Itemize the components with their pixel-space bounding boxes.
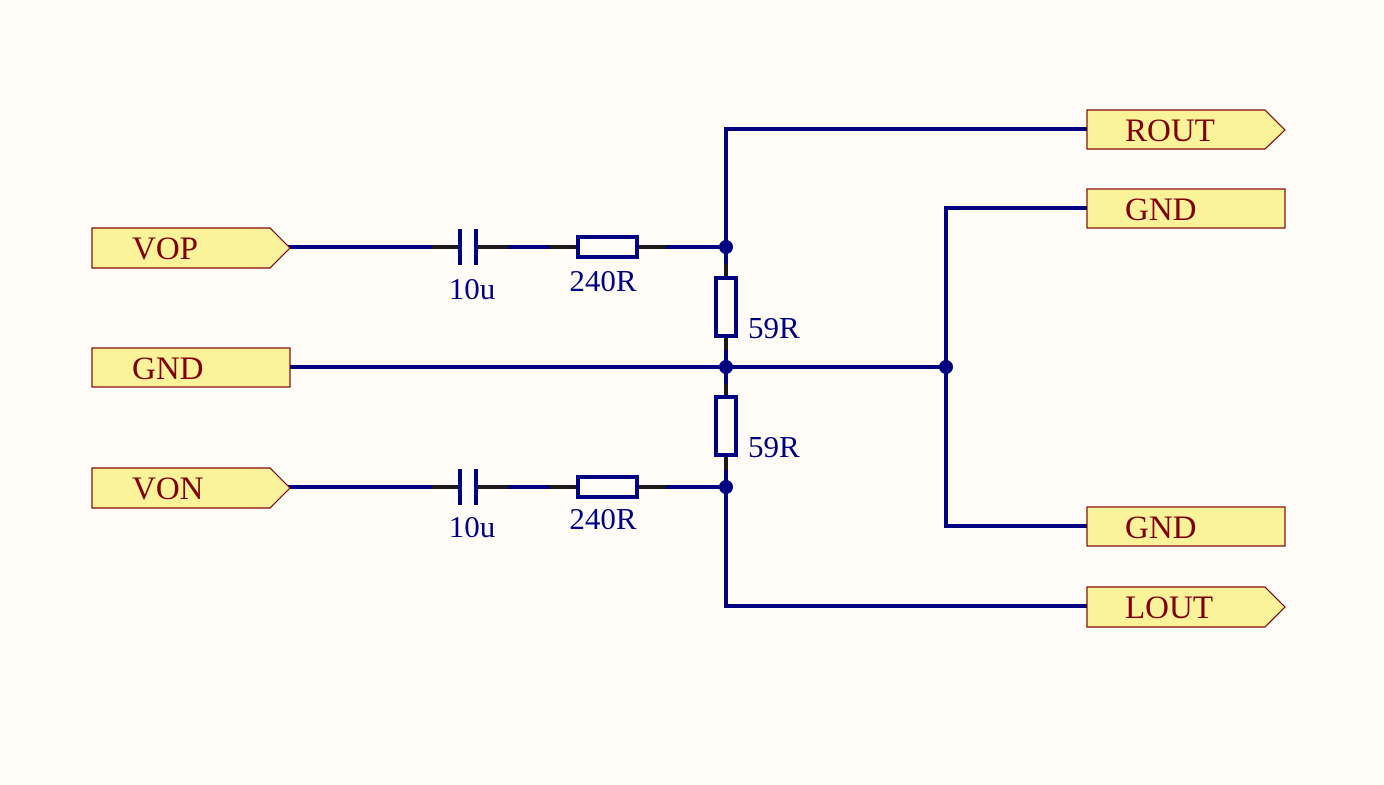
port-vop[interactable]: VOP (91, 227, 291, 269)
resistor-icon (576, 475, 639, 499)
resistor-top: 240R (550, 235, 666, 298)
capacitor-top: 10u (432, 229, 508, 306)
port-lout[interactable]: LOUT (1086, 586, 1286, 628)
junction-dot (719, 360, 733, 374)
port-arrow-shape (1086, 109, 1286, 150)
capacitor-bottom-value: 10u (449, 509, 496, 544)
wires (288, 127, 1088, 608)
port-vop-label: VOP (132, 231, 198, 267)
port-lout-label: LOUT (1125, 590, 1213, 626)
resistor-mid-bottom-value: 59R (748, 429, 800, 464)
resistor-mid-top-value: 59R (748, 310, 800, 345)
resistor-top-value: 240R (569, 263, 637, 298)
resistor-mid-top: 59R (714, 264, 800, 350)
port-gnd-left[interactable]: GND (91, 347, 291, 388)
resistor-mid-bottom: 59R (714, 384, 800, 470)
resistor-bottom: 240R (550, 475, 666, 536)
junctions (719, 240, 953, 494)
port-gnd-right-bottom[interactable]: GND (1086, 506, 1286, 547)
port-arrow-shape (91, 467, 291, 509)
port-box-shape (1086, 188, 1286, 229)
junction-dot (939, 360, 953, 374)
capacitor-bottom: 10u (432, 469, 508, 544)
port-gnd-right-top-label: GND (1125, 192, 1197, 228)
resistor-icon (576, 235, 639, 259)
junction-dot (719, 480, 733, 494)
resistor-icon (714, 395, 738, 457)
port-arrow-shape (91, 227, 291, 269)
port-rout[interactable]: ROUT (1086, 109, 1286, 150)
port-arrow-shape (1086, 586, 1286, 628)
port-von[interactable]: VON (91, 467, 291, 509)
port-gnd-left-label: GND (132, 351, 204, 387)
junction-dot (719, 240, 733, 254)
port-von-label: VON (132, 471, 204, 507)
resistor-icon (714, 276, 738, 338)
port-box-shape (1086, 506, 1286, 547)
capacitor-top-value: 10u (449, 271, 496, 306)
port-box-shape (91, 347, 291, 388)
resistor-bottom-value: 240R (569, 501, 637, 536)
port-rout-label: ROUT (1125, 113, 1215, 149)
port-gnd-right-top[interactable]: GND (1086, 188, 1286, 229)
port-gnd-right-bottom-label: GND (1125, 510, 1197, 546)
